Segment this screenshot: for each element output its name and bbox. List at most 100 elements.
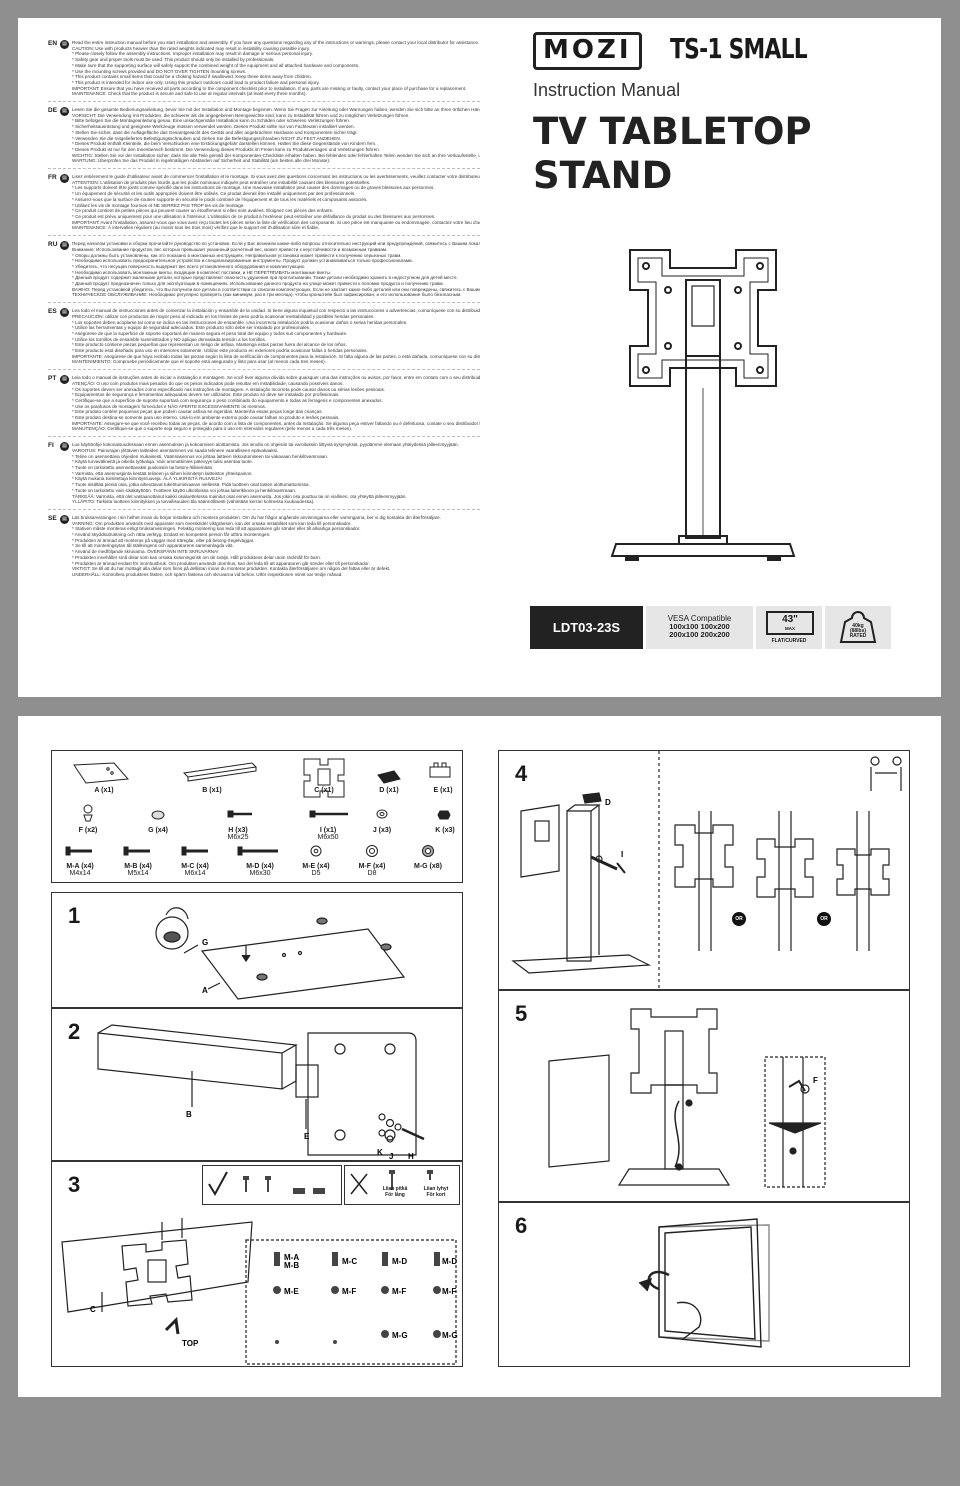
warning-line: IMPORTANTE: Assegure-se que você recebeu…	[72, 420, 480, 426]
warning-line: WICHTIG: Stellen Sie vor der Installatio…	[72, 152, 480, 158]
screw-ma: M-A	[284, 1253, 299, 1262]
step-3-label-c: C	[90, 1305, 96, 1314]
washer-mf-3: M-F	[442, 1287, 456, 1296]
warning-line: Lue käyttöohje kokonaisuudessaan ennen a…	[72, 442, 459, 448]
language-code: EN	[48, 40, 58, 47]
or-badge-1: OR	[732, 912, 746, 926]
warning-text: Перед началом установки и сборки прочита…	[72, 241, 480, 298]
warning-block-ru: RU▤Перед началом установки и сборки проч…	[48, 241, 480, 304]
warning-line: MAINTENANCE: À intervalles réguliers (au…	[72, 225, 320, 231]
warning-text: Lea todo el manual de instrucciones ante…	[72, 308, 480, 365]
tv-size-value: 43"	[782, 614, 798, 625]
warning-line: * Bitte befolgen Sie die Montageanleitun…	[72, 118, 351, 124]
warning-line: * Dieses Produkt enthält Kleinteile, die…	[72, 141, 377, 147]
warning-line: MANTENIMIENTO: Compruebe periódicamente …	[72, 359, 326, 365]
warning-line: ВАЖНО: Перед установкой убедитесь, что В…	[72, 286, 480, 292]
warning-line: * Se till att monteringsytan tål ställni…	[72, 543, 234, 549]
or-badge-2: OR	[817, 912, 831, 926]
part-label: B (x1)	[187, 787, 237, 794]
language-code: FR	[48, 174, 57, 182]
check-icon	[208, 1171, 325, 1197]
warning-line: * Stativen måste monteras enligt bruksan…	[72, 526, 361, 532]
too-long-label: Liian pitkä För lång	[382, 1186, 408, 1198]
warning-text: Läs bruksanvisningen i sin helhet innan …	[72, 515, 480, 578]
product-title: TV TABLETOP STAND	[533, 110, 812, 198]
step-2-illustration: B E K J H	[97, 1024, 425, 1160]
step-4-number: 4	[515, 761, 528, 786]
part-name: A (x1)	[94, 787, 114, 794]
step-2-label-h: H	[408, 1152, 414, 1160]
warning-line: VIKTIGT: Se till att du har mottagit all…	[72, 566, 391, 572]
part-name: M-B (x4)	[124, 863, 152, 870]
warning-block-en: EN▤Read the entire instruction manual be…	[48, 40, 480, 103]
language-code: SE	[48, 514, 57, 522]
vesa-title: VESA Compatible	[667, 614, 732, 623]
book-icon: ▤	[60, 308, 69, 318]
weight-text: 40kg (88lbs) RATED	[839, 624, 877, 639]
step-5-illustration: F	[548, 1008, 826, 1188]
warning-line: * Dieses Produkt ist nur für den Innenbe…	[72, 146, 380, 152]
warning-line: * Use os parafusos de montagem fornecido…	[72, 403, 267, 409]
step-3-panel: 3 Liian pitkä För lång Liian lyhyt För k…	[51, 1161, 463, 1367]
parts-drawings	[65, 758, 451, 857]
warning-line: * Tuote on tarkoitettu vain sisäkäyttöön…	[72, 487, 297, 493]
part-size: M6x25	[227, 834, 249, 841]
part-size: M6x14	[184, 870, 206, 877]
warning-line: WARTUNG: Überprüfen Sie das Produkt in r…	[72, 158, 331, 164]
part-label: I (x1)M6x50	[303, 827, 353, 841]
tv-size-max: MAX	[785, 626, 795, 631]
warning-line: * Ce produit contient de petites pièces …	[72, 208, 334, 214]
cross-icon	[350, 1170, 433, 1195]
part-label: M-B (x4)M5x14	[113, 863, 163, 877]
part-size: M6x30	[249, 870, 271, 877]
warning-line: * Asegúrese de que la superficie de sopo…	[72, 330, 348, 336]
book-icon: ▤	[60, 375, 69, 385]
warning-line: Перед началом установки и сборки прочита…	[72, 241, 480, 247]
part-label: A (x1)	[79, 787, 129, 794]
language-code: PT	[48, 375, 57, 383]
part-label: J (x3)	[357, 827, 407, 834]
weight-kg: 40kg	[852, 623, 864, 629]
part-label: M-G (x8)	[403, 863, 453, 870]
spacer-mg-2: M-G	[442, 1331, 458, 1340]
warning-line: * Certifique-se que a superfície de supo…	[72, 397, 383, 403]
warning-line: * Убедитесь, что несущая поверхность выд…	[72, 263, 306, 269]
warning-line: ATENÇÃO: O uso com produtos mais pesados…	[72, 380, 344, 386]
book-icon: ▤	[60, 514, 69, 524]
washer-mf-2: M-F	[392, 1287, 406, 1296]
wrong-length-box: Liian pitkä För lång Liian lyhyt För kor…	[344, 1165, 460, 1205]
warning-line: * Använd de medföljande skruvarna. ÖVERS…	[72, 549, 219, 555]
warning-line: PRECAUCIÓN: utilizar con productos de ma…	[72, 313, 375, 319]
manual-cover-page: EN▤Read the entire instruction manual be…	[18, 18, 941, 697]
warning-line: * Данный продукт содержит маленькие дета…	[72, 275, 458, 281]
warning-line: ТЕХНИЧЕСКОЕ ОБСЛУЖИВАНИЕ: Необходимо рег…	[72, 292, 462, 298]
warning-line: * Les supports doivent être joints comme…	[72, 185, 435, 191]
warning-line: * Un équipement de sécurité et les outil…	[72, 191, 356, 197]
step-5-label-f: F	[813, 1076, 818, 1085]
warning-line: * Tuote on tarkoitettu asennettavaksi pu…	[72, 465, 214, 470]
warning-line: * Equipamentos de segurança e ferramenta…	[72, 392, 340, 398]
warning-line: VORSICHT: Die Verwendung mit Produkten, …	[72, 112, 410, 118]
warning-line: * Käytä turvavälineitä ja oikeita työkal…	[72, 459, 253, 465]
warning-block-es: ES▤Lea todo el manual de instrucciones a…	[48, 308, 480, 371]
warning-line: * Käytä mukana toimitettuja kiinnitysruu…	[72, 476, 222, 482]
warning-line: * Este producto contiene piezas pequeñas…	[72, 342, 347, 348]
warning-line: UNDERHÅLL: Kontrollera produktens fästen…	[72, 571, 343, 577]
part-name: C (x1)	[314, 787, 334, 794]
safety-warnings: EN▤Read the entire instruction manual be…	[48, 40, 480, 587]
sku-badge: LDT03-23S	[530, 606, 643, 649]
warning-line: * Assurez-vous que la surface de soutien…	[72, 196, 368, 202]
step-3-number: 3	[68, 1172, 81, 1197]
part-size: M5x14	[127, 870, 149, 877]
spacer-mg: M-G	[392, 1331, 408, 1340]
brand-logo: MOZI	[533, 32, 642, 70]
part-name: M-A (x4)	[66, 863, 94, 870]
warning-line: * Varmista, että asennuspinta kestää tel…	[72, 470, 253, 476]
part-name: F (x2)	[78, 827, 98, 834]
step-4-illustration: D I	[511, 751, 902, 989]
warning-line: * Este producto está diseñado para uso e…	[72, 348, 368, 354]
step-5-panel: 5 F	[498, 990, 910, 1202]
part-name: B (x1)	[202, 787, 222, 794]
stand-hero-illustration	[608, 238, 798, 583]
screw-mb: M-B	[284, 1261, 299, 1270]
